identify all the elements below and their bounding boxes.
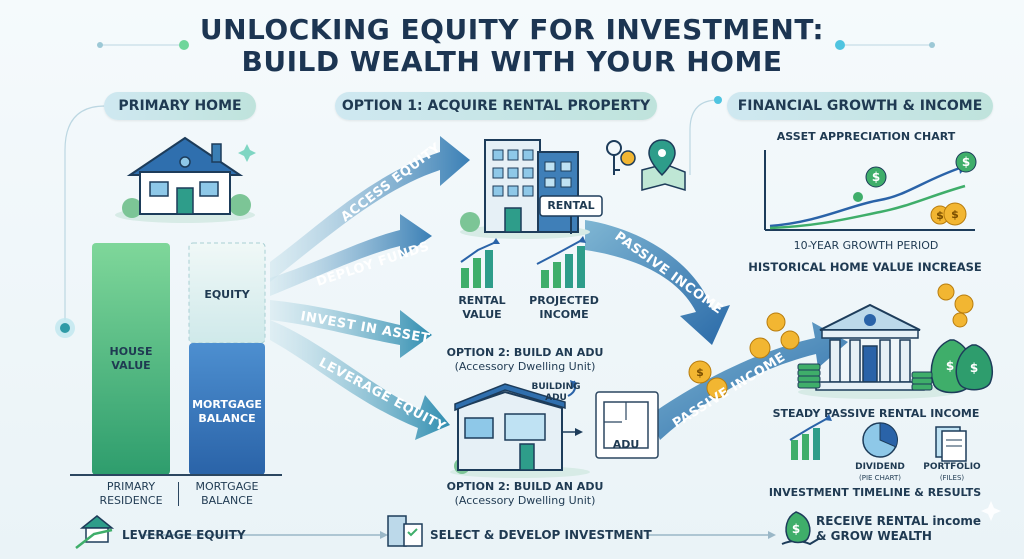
money-bag-icon: [930, 339, 993, 394]
svg-text:$: $: [792, 522, 800, 536]
svg-text:$: $: [951, 208, 959, 221]
primary-residence-label: PRIMARY RESIDENCE: [99, 480, 163, 507]
mortgage-balance-label: MORTGAGE BALANCE: [192, 398, 262, 425]
deploy-funds-arrow: [270, 214, 432, 296]
coin-stack-icon: [797, 363, 933, 391]
dividend-label: DIVIDEND: [855, 462, 905, 472]
map-pin-icon: [641, 139, 686, 192]
asset-appreciation-chart: [764, 150, 977, 231]
mortgage-balance-bottom-label: MORTGAGE BALANCE: [195, 480, 259, 507]
svg-text:$: $: [936, 209, 944, 222]
title-line-1: UNLOCKING EQUITY FOR INVESTMENT:: [199, 13, 825, 46]
house-value-label: HOUSE VALUE: [109, 345, 153, 372]
growth-chart-icon: [789, 414, 832, 460]
historical-value-label: HISTORICAL HOME VALUE INCREASE: [748, 260, 982, 274]
svg-text:$: $: [872, 170, 880, 184]
svg-text:$: $: [970, 361, 978, 375]
rental-building-icon: [460, 139, 603, 239]
svg-text:$: $: [696, 366, 704, 379]
option2-sub-b: (Accessory Dwelling Unit): [454, 494, 596, 507]
financial-growth-heading: FINANCIAL GROWTH & INCOME: [727, 92, 993, 120]
asset-appreciation-title: ASSET APPRECIATION CHART: [776, 130, 956, 143]
option2-title-b-line: OPTION 2: BUILD AN ADU: [446, 480, 604, 493]
footer-step-receive-income-line2: & GROW WEALTH: [816, 529, 932, 543]
receive-income-footer-icon: [781, 511, 821, 546]
steady-income-label: STEADY PASSIVE RENTAL INCOME: [772, 407, 980, 420]
bar-divider: [178, 482, 179, 506]
svg-text:$: $: [962, 155, 970, 169]
access-equity-arrow: [270, 136, 470, 282]
footer-step-receive-income-line1: RECEIVE RENTAL income: [816, 514, 982, 528]
portfolio-sub-label: (FILES): [939, 474, 965, 482]
adu-blueprint-icon: [595, 391, 659, 459]
projected-income-chart-icon: [536, 236, 586, 288]
dividend-pie-icon: [862, 422, 898, 458]
mortgage-bar: [189, 343, 265, 475]
gold-coins-icon: [688, 283, 974, 399]
timeline-label: INVESTMENT TIMELINE & RESULTS: [768, 486, 982, 499]
growth-period-label: 10-YEAR GROWTH PERIOD: [793, 239, 939, 252]
passive-income-label-top: PASSIVE INCOME: [612, 229, 726, 318]
building-adu-label: BUILDING ADU: [531, 382, 581, 403]
primary-home-heading: PRIMARY HOME: [104, 92, 256, 120]
access-equity-arrow-label: ACCESS EQUITY: [338, 140, 444, 225]
leverage-equity-arrow: [270, 320, 450, 440]
portfolio-files-icon: [935, 426, 967, 462]
option1-heading: OPTION 1: ACQUIRE RENTAL PROPERTY: [335, 92, 657, 120]
option2-title-b: OPTION 2: BUILD AN ADU (Accessory Dwelli…: [420, 480, 630, 508]
footer-step-leverage-equity: LEVERAGE EQUITY: [122, 528, 246, 542]
svg-text:$: $: [946, 359, 954, 373]
footer-step-select-develop: SELECT & DEVELOP INVESTMENT: [430, 528, 652, 542]
invest-in-asset-arrow: [270, 300, 432, 358]
portfolio-label: PORTFOLIO: [923, 462, 981, 472]
footer-step-receive-income: RECEIVE RENTAL income & GROW WEALTH: [816, 514, 986, 544]
option2-title-a-line: OPTION 2: BUILD AN ADU: [446, 346, 604, 359]
adu-label: ADU: [612, 438, 640, 451]
page-title: UNLOCKING EQUITY FOR INVESTMENT: BUILD W…: [0, 14, 1024, 78]
option2-sub-a: (Accessory Dwelling Unit): [454, 360, 596, 373]
house-icon: [115, 136, 256, 223]
title-line-2: BUILD WEALTH WITH YOUR HOME: [241, 45, 783, 78]
select-develop-footer-icon: [387, 515, 423, 547]
equity-label: EQUITY: [204, 288, 250, 301]
projected-income-label: PROJECTED INCOME: [529, 294, 599, 321]
leverage-equity-footer-icon: [75, 515, 115, 549]
rental-value-label: RENTAL VALUE: [458, 294, 506, 321]
passive-income-arrow-bottom: [650, 322, 848, 440]
dividend-sub-label: (PIE CHART): [859, 474, 901, 482]
keys-icon: [606, 140, 636, 175]
adu-house-icon: [450, 380, 590, 478]
rental-sign-label: RENTAL: [547, 199, 595, 212]
house-value-bar: [92, 243, 170, 475]
rental-value-chart-icon: [460, 238, 500, 288]
passive-income-arrow-top: [585, 220, 730, 345]
option2-title-a: OPTION 2: BUILD AN ADU (Accessory Dwelli…: [420, 346, 630, 374]
